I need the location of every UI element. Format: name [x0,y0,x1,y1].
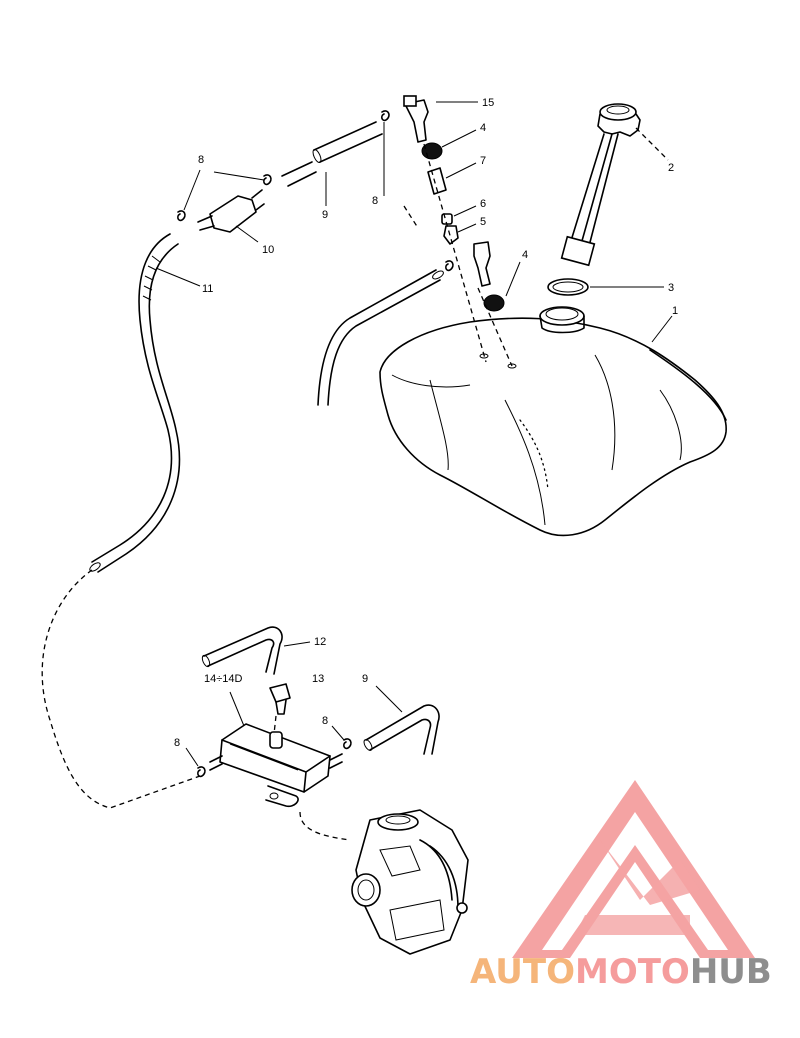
callout-9-lower: 9 [362,673,368,685]
callout-7: 7 [480,155,486,167]
watermark-moto: MOTO [574,952,690,992]
callout-14-14d: 14÷14D [204,673,243,685]
leader-lines [155,101,673,767]
callout-1: 1 [672,305,678,317]
callout-4-top: 4 [480,122,486,134]
callout-5: 5 [480,216,486,228]
callout-6: 6 [480,198,486,210]
upper-fuel-line [177,110,390,233]
callout-8-upper-right: 8 [372,195,378,207]
callout-8-lower-left: 8 [174,737,180,749]
watermark-auto: AUTO [470,952,575,992]
callout-12: 12 [314,636,326,648]
watermark-text: AUTOMOTOHUB [470,952,772,992]
o-ring [547,278,589,296]
vent-hose [317,269,444,406]
callout-4-bottom: 4 [522,249,528,261]
callout-labels: 15 4 7 6 5 4 2 3 1 8 9 8 10 11 12 14÷14D… [174,97,678,749]
fuel-pump [209,683,343,808]
lower-fuel-line [197,704,440,841]
callout-15: 15 [482,97,494,109]
watermark-logo-icon [512,780,755,958]
callout-13: 13 [312,673,324,685]
callout-8-lower-right: 8 [322,715,328,727]
callout-10: 10 [262,244,274,256]
callout-11: 11 [202,283,213,295]
fuel-tap-assembly [403,95,513,367]
fuel-gauge-cap [560,103,641,267]
callout-2: 2 [668,162,674,174]
hose-12 [201,626,283,675]
main-fuel-hose [41,233,201,809]
callout-3: 3 [668,282,674,294]
callout-8-upper-left: 8 [198,154,204,166]
watermark-hub: HUB [689,952,772,992]
carburetor [351,809,469,955]
fuel-tank [379,306,727,537]
callout-9-upper: 9 [322,209,328,221]
